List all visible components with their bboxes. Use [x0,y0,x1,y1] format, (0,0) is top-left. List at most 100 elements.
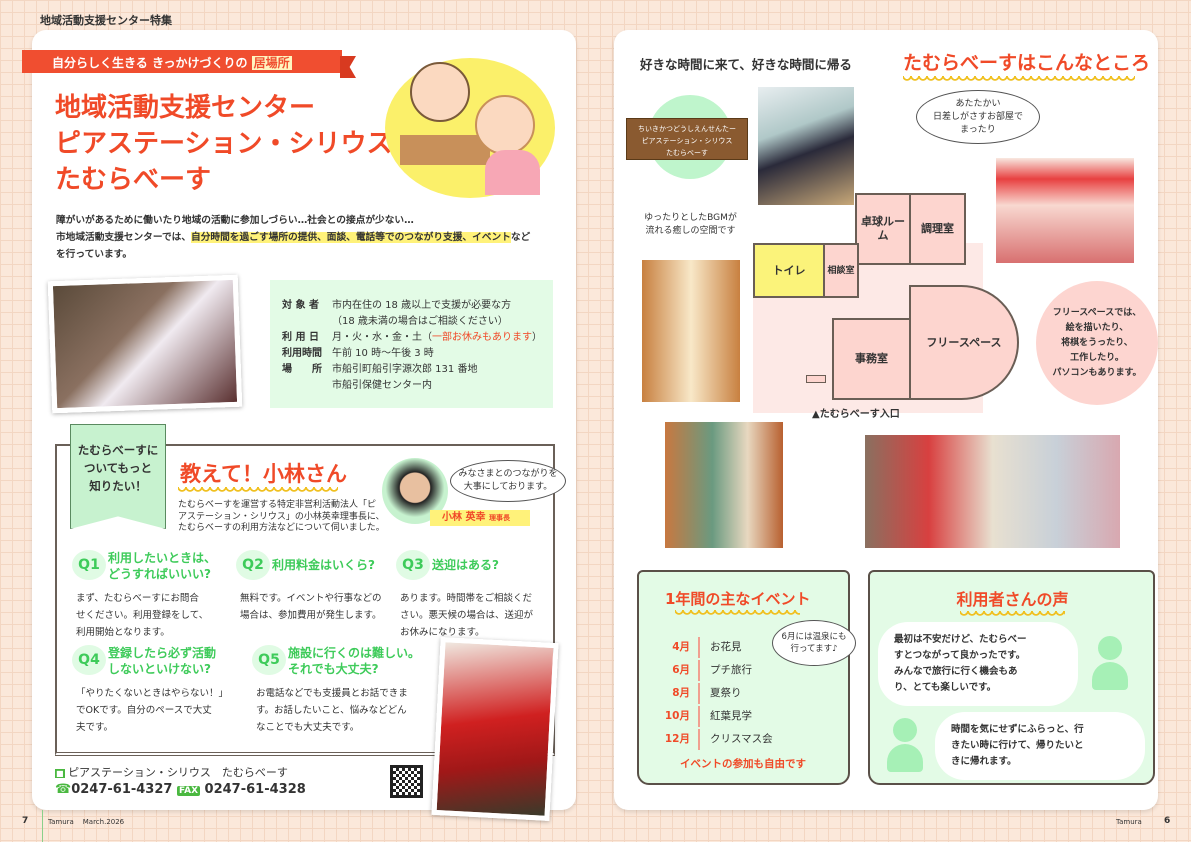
illustration-staff [410,62,470,122]
note-bgm: ゆったりとしたBGMが流れる癒しの空間です [628,212,753,238]
photo-drawing [47,274,243,414]
issue-date: March.2026 [82,818,125,826]
photo-free-space [996,158,1134,263]
q-text: 登録したら必ず活動 [108,646,217,660]
person-role: 理事長 [488,514,510,522]
a-text: お電話などでも支援員とお話できま [256,688,408,699]
events-bubble: 6月には温泉にも行ってます♪ [772,620,856,666]
q-text: どうすればいいい? [108,567,211,581]
ribbon: 自分らしく生きる きっかけづくりの 居場所 [22,50,342,73]
note-line: 流れる癒しの空間です [645,226,736,236]
photo-pingpong [758,87,854,205]
q-text: 利用料金はいくら? [272,558,375,572]
room-office: 事務室 [832,318,911,400]
info-value: （18 歳未満の場合はご相談ください） [332,316,508,327]
a-text: なことでも大丈夫です。 [256,722,360,733]
ribbon-text: 自分らしく生きる きっかけづくりの [52,56,248,70]
a-text: す。お話したいこと、悩みなどどん [256,705,407,716]
speech-bubble: みなさまとのつながりを大事にしております。 [450,460,566,502]
interview-lead: たむらべーすを運営する特定非営利活動法人「ピ アステーション・シリウス」の小林英… [178,500,385,535]
qr-code[interactable] [390,765,423,798]
info-box: 対 象 者 市内在住の 18 歳以上で支援が必要な方 （18 歳未満の場合はご相談… [270,280,553,408]
a-text: あります。時間帯をご相談くだ [400,593,533,604]
page-number: 6 [1164,816,1171,826]
event-item: 4月お花見 [648,637,742,658]
room-toilet: トイレ [753,243,825,298]
info-value: 市内在住の 18 歳以上で支援が必要な方 [332,300,512,311]
a-text: でOKです。自分のペースで大丈 [76,705,212,716]
org-name: ピアステーション・シリウス たむらべーす [68,766,288,779]
event-name: 紅葉見学 [710,710,752,722]
event-item: 8月夏祭り [648,683,742,704]
phone-icon: ☎ [55,782,72,797]
interview-tag: たむらべーすに ついてもっと 知りたい！ [70,424,166,529]
entrance-door [806,375,826,383]
q-text: しないといけない? [108,662,211,676]
voice-line: きたい時に行けて、帰りたいと [951,740,1084,751]
contact-info: ■ ピアステーション・シリウス たむらべーす ☎0247-61-4327 FAX… [55,765,306,799]
info-value: 市船引保健センター内 [332,380,432,391]
q-text: それでも大丈夫? [288,662,379,676]
phone-number[interactable]: 0247-61-4327 [71,782,173,797]
ribbon-tail [340,56,356,78]
entrance-label: ▲たむらべーす入口 [812,409,900,420]
wavy-underline [903,76,1135,82]
ribbon-highlight: 居場所 [251,56,292,70]
q-number: Q2 [236,550,270,580]
q-number: Q3 [396,550,430,580]
event-month: 4月 [648,637,700,658]
title-line: 地域活動支援センター [55,93,316,123]
name-label: 小林 英幸 理事長 [430,510,530,526]
tag-line: たむらべーすに [77,443,159,457]
sign-line: ちいきかつどうしえんせんたー [638,125,736,133]
info-value: 午前 10 時～午後 3 時 [332,348,434,359]
speech-line: みなさまとのつながりを [458,469,558,479]
events-footer: イベントの参加も自由です [680,758,806,770]
footer-left: Tamura March.2026 [48,818,124,826]
room-kitchen: 調理室 [909,193,966,265]
magazine-name: Tamura [48,818,74,826]
room-pingpong: 卓球ルーム [855,193,911,265]
event-month: 12月 [648,729,700,750]
info-value: ） [532,332,542,343]
a-text: せください。利用登録をして、 [76,610,209,621]
info-label: 場 所 [282,364,322,375]
a-text: さい。悪天候の場合は、送迎が [400,610,534,621]
a-text: 無料です。イベントや行事などの [240,593,382,604]
note-line: 将棋をうったり、 [1061,338,1133,348]
lead-line: たむらべーすを運営する特定非営利活動法人「ピ [178,500,377,510]
voice-bubble: 時間を気にせずにふらっと、行きたい時に行けて、帰りたいときに帰れます。 [935,712,1145,780]
note-line: フリースペースでは、 [1052,308,1142,318]
info-label: 対 象 者 [282,300,319,311]
photo-activities [865,435,1120,548]
room-free-space: フリースペース [909,285,1019,400]
photo-entrance [665,422,783,548]
event-name: お花見 [710,641,742,653]
note-free-space: フリースペースでは、絵を描いたり、将棋をうったり、工作したり。パソコンもあります… [1036,281,1158,405]
a-text: 夫です。 [76,722,114,733]
magazine-name: Tamura [1116,818,1142,826]
speech-line: 大事にしております。 [463,482,553,492]
event-month: 6月 [648,660,700,681]
title-line: ピアステーション・シリウス [55,129,393,159]
q-number: Q4 [72,645,106,675]
note-line: まったり [960,124,996,135]
bubble-line: 行ってます♪ [790,644,838,654]
illustration-visitor [475,95,535,155]
wavy-underline [960,611,1065,617]
voice-line: 最初は不安だけど、たむらべー [894,634,1027,645]
wavy-underline [178,487,338,493]
divider [42,810,43,842]
org-icon: ■ [55,769,65,778]
user-icon [1090,636,1130,690]
a-text: 場合は、参加費用が発生します。 [240,610,382,621]
person-name: 小林 英幸 [442,512,486,523]
tag-line: ついてもっと [83,461,153,475]
info-value: 市船引町船引字源次郎 131 番地 [332,364,478,375]
intro-post: など [510,232,531,243]
fax-number: 0247-61-4328 [204,782,306,797]
event-month: 10月 [648,706,700,727]
events-box [637,570,850,785]
title-line: たむらべーす [55,165,212,195]
note-line: 工作したり。 [1070,353,1124,363]
